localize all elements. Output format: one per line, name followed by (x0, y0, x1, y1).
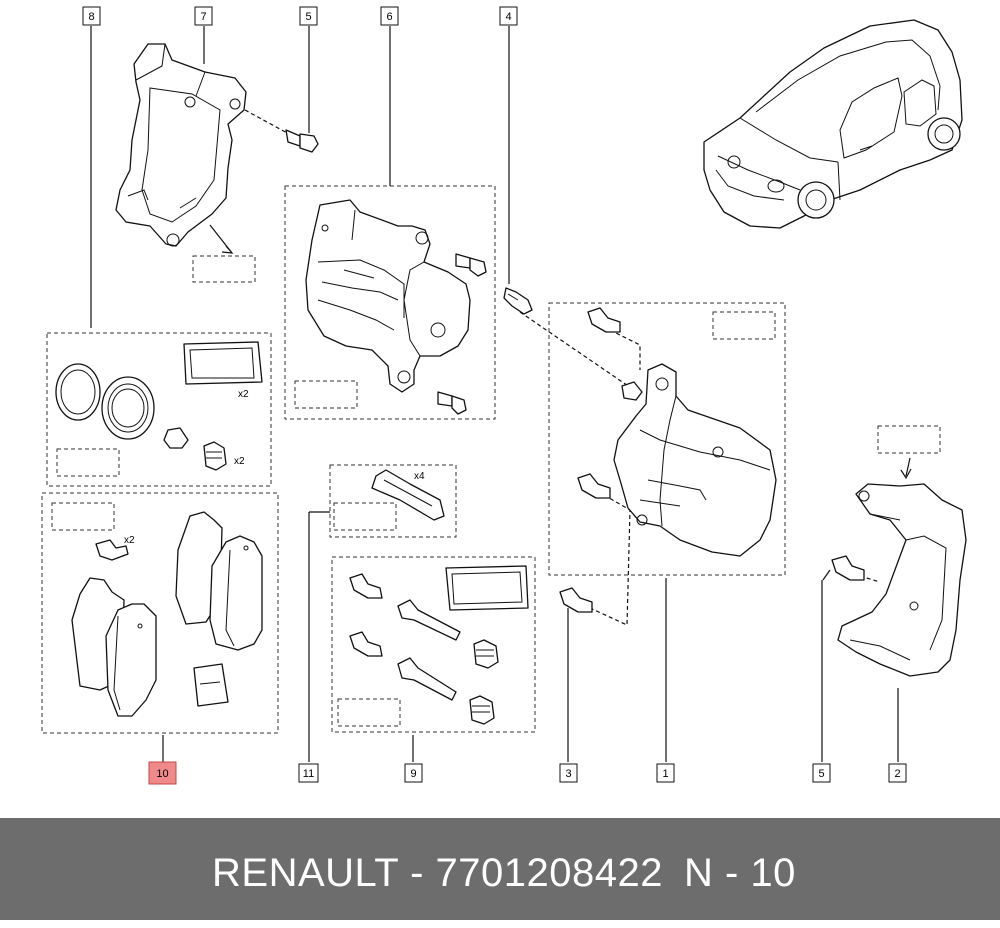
callout-5-lower[interactable]: 5 (812, 763, 831, 783)
caliper-guide-bolt-upper[interactable] (455, 253, 487, 277)
callout-label: 2 (894, 768, 900, 780)
cap-qty-label: x2 (234, 456, 245, 467)
bleed-screw-part-4[interactable] (503, 287, 533, 315)
callout-label: 3 (565, 768, 571, 780)
callout-label: 8 (88, 11, 94, 23)
seal-kit-part-8[interactable]: x2 x2 (55, 341, 263, 471)
caliper-guide-bolt-lower[interactable] (437, 391, 467, 415)
carrier-bracket-part-7[interactable] (115, 43, 247, 247)
clip-kit-part-11[interactable]: x4 (371, 469, 445, 521)
callout-label: 10 (156, 768, 168, 780)
callout-9[interactable]: 9 (404, 763, 423, 783)
callout-11[interactable]: 11 (298, 763, 319, 783)
callout-4[interactable]: 4 (499, 6, 518, 26)
callout-10[interactable]: 10 (148, 761, 177, 785)
caliper-assembly-part-1[interactable] (577, 307, 777, 557)
seal-qty-label: x2 (238, 389, 249, 400)
diagram-reference: N - 10 (684, 851, 796, 895)
callout-6[interactable]: 6 (380, 6, 399, 26)
callout-label: 7 (200, 11, 206, 23)
callout-label: 6 (386, 11, 392, 23)
footer-bar: RENAULT - 7701208422 N - 10 (0, 818, 1000, 920)
bracket-bolt-part-5[interactable] (831, 555, 865, 581)
pad-bolt-qty-label: x2 (124, 535, 135, 546)
exploded-diagram: 8 7 5 6 4 10 11 9 3 1 5 2 (41, 6, 967, 785)
group-boxes (41, 185, 941, 734)
callout-label: 5 (818, 768, 824, 780)
callout-5-upper[interactable]: 5 (299, 6, 318, 26)
callout-8[interactable]: 8 (82, 6, 101, 26)
callout-7[interactable]: 7 (194, 6, 213, 26)
car-illustration (703, 19, 963, 229)
callout-2[interactable]: 2 (888, 763, 907, 783)
callout-label: 1 (662, 768, 668, 780)
brand-part-number: RENAULT - 7701208422 (212, 851, 664, 895)
callout-label: 4 (505, 11, 511, 23)
clip-qty-label: x4 (414, 471, 425, 482)
brake-pad-kit-part-10[interactable]: x2 (71, 511, 263, 717)
carrier-bracket-part-2[interactable] (837, 483, 967, 677)
caliper-part-6[interactable] (305, 199, 471, 393)
bolt-upper-right-of-bracket[interactable] (285, 129, 319, 153)
callout-label: 9 (410, 768, 416, 780)
callout-label: 11 (303, 768, 314, 780)
caliper-bolt-part-3[interactable] (559, 587, 593, 613)
leader-lines (90, 26, 912, 762)
guide-kit-part-9[interactable] (349, 565, 529, 725)
callout-label: 5 (305, 11, 311, 23)
callout-1[interactable]: 1 (656, 763, 675, 783)
callout-3[interactable]: 3 (559, 763, 578, 783)
